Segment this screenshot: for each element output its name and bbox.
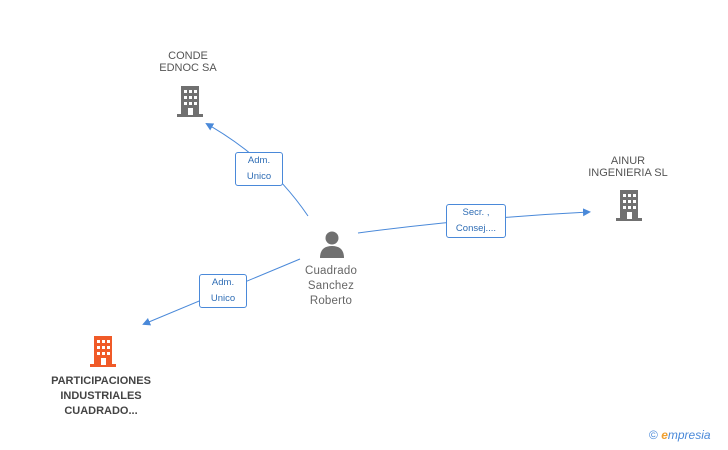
person-name-line-3: Roberto — [309, 295, 353, 307]
building-icon[interactable] — [173, 84, 207, 123]
building-icon[interactable] — [612, 188, 646, 227]
role-line-2: Consej.... — [455, 223, 497, 234]
node-label-person[interactable]: Cuadrado Sanchez Roberto — [290, 264, 372, 309]
node-name-line-3: CUADRADO... — [64, 405, 138, 417]
node-name-line-2: INGENIERIA SL — [588, 167, 668, 179]
person-name-line-1: Cuadrado — [304, 265, 358, 277]
role-line-2: Unico — [210, 293, 236, 304]
edge-label-to-ainur[interactable]: Secr. , Consej.... — [446, 204, 506, 238]
edge-label-to-conde[interactable]: Adm. Unico — [235, 152, 283, 186]
node-label-participaciones[interactable]: PARTICIPACIONES INDUSTRIALES CUADRADO... — [36, 374, 166, 419]
node-name-line-1: AINUR — [610, 155, 646, 167]
node-label-ainur: AINUR INGENIERIA SL — [580, 155, 676, 179]
role-line-1: Adm. — [247, 155, 271, 166]
edge-label-to-participaciones[interactable]: Adm. Unico — [199, 274, 247, 308]
brand-initial: e — [661, 428, 668, 442]
node-label-conde: CONDE EDNOC SA — [148, 50, 228, 74]
copyright-symbol: © — [649, 428, 658, 442]
person-icon[interactable] — [317, 229, 347, 264]
role-line-2: Unico — [246, 171, 272, 182]
role-line-1: Secr. , — [462, 207, 490, 218]
role-line-1: Adm. — [211, 277, 235, 288]
node-name-line-2: EDNOC SA — [159, 62, 217, 74]
person-name-line-2: Sanchez — [307, 280, 355, 292]
building-icon[interactable] — [86, 334, 120, 373]
node-name-line-1: PARTICIPACIONES — [51, 375, 151, 387]
node-name-line-1: CONDE — [168, 50, 208, 62]
brand-name: mpresia — [667, 428, 711, 442]
node-name-line-2: INDUSTRIALES — [60, 390, 142, 402]
empresia-watermark: © empresia — [649, 428, 711, 442]
